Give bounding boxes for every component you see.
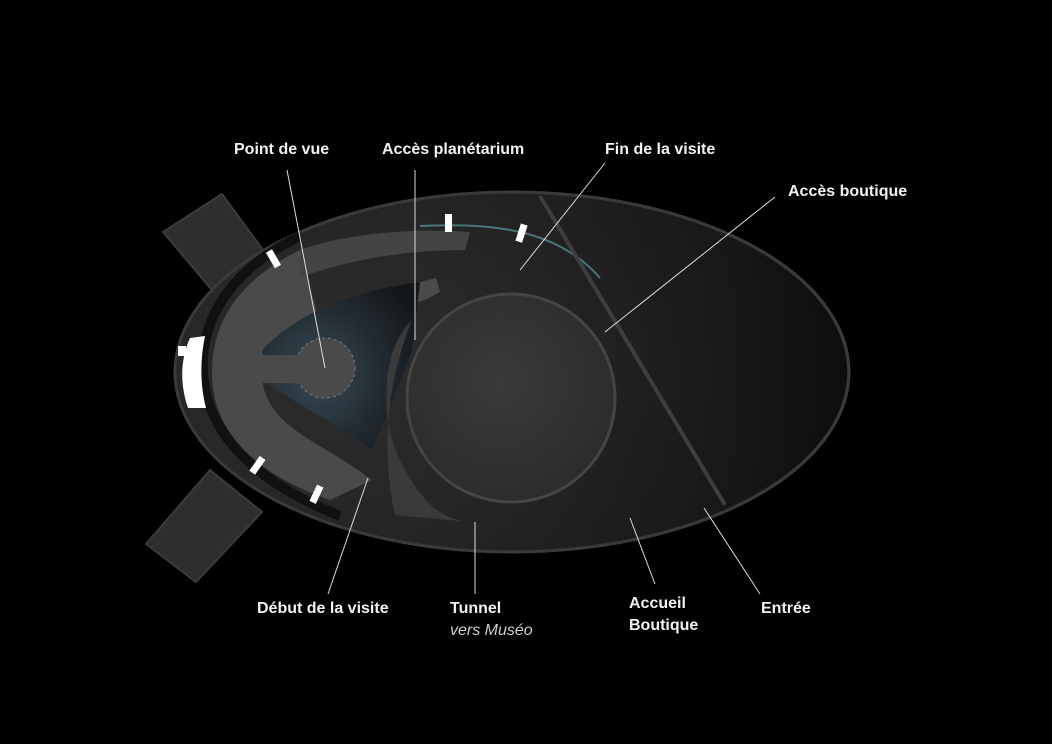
label-tunnel: Tunnel vers Muséo: [450, 598, 533, 642]
label-entree: Entrée: [761, 600, 811, 617]
label-accueil-boutique: Accueil Boutique: [629, 593, 698, 637]
viewpoint-earth-view: [258, 282, 420, 450]
leader-lines: [286, 162, 776, 595]
label-accueil: Accueil: [629, 595, 686, 612]
window-lights: [178, 214, 528, 504]
label-point-de-vue: Point de vue: [234, 141, 330, 158]
leader-debut-visite: [327, 477, 369, 595]
label-boutique: Boutique: [629, 617, 699, 634]
leader-entree: [703, 507, 761, 595]
planetarium-dome: [386, 292, 617, 522]
leader-fin-visite: [519, 162, 606, 271]
label-tunnel-subtitle: vers Muséo: [450, 622, 533, 639]
label-tunnel-title: Tunnel: [450, 600, 502, 617]
wing-south-west: [144, 468, 264, 584]
label-acces-boutique: Accès boutique: [788, 183, 908, 200]
leader-point-de-vue: [286, 169, 326, 369]
label-acces-planetarium: Accès planétarium: [382, 141, 525, 158]
leader-acces-boutique: [604, 196, 776, 333]
label-fin-visite: Fin de la visite: [605, 141, 716, 158]
leader-accueil: [629, 517, 656, 585]
label-debut-visite: Début de la visite: [257, 600, 389, 617]
